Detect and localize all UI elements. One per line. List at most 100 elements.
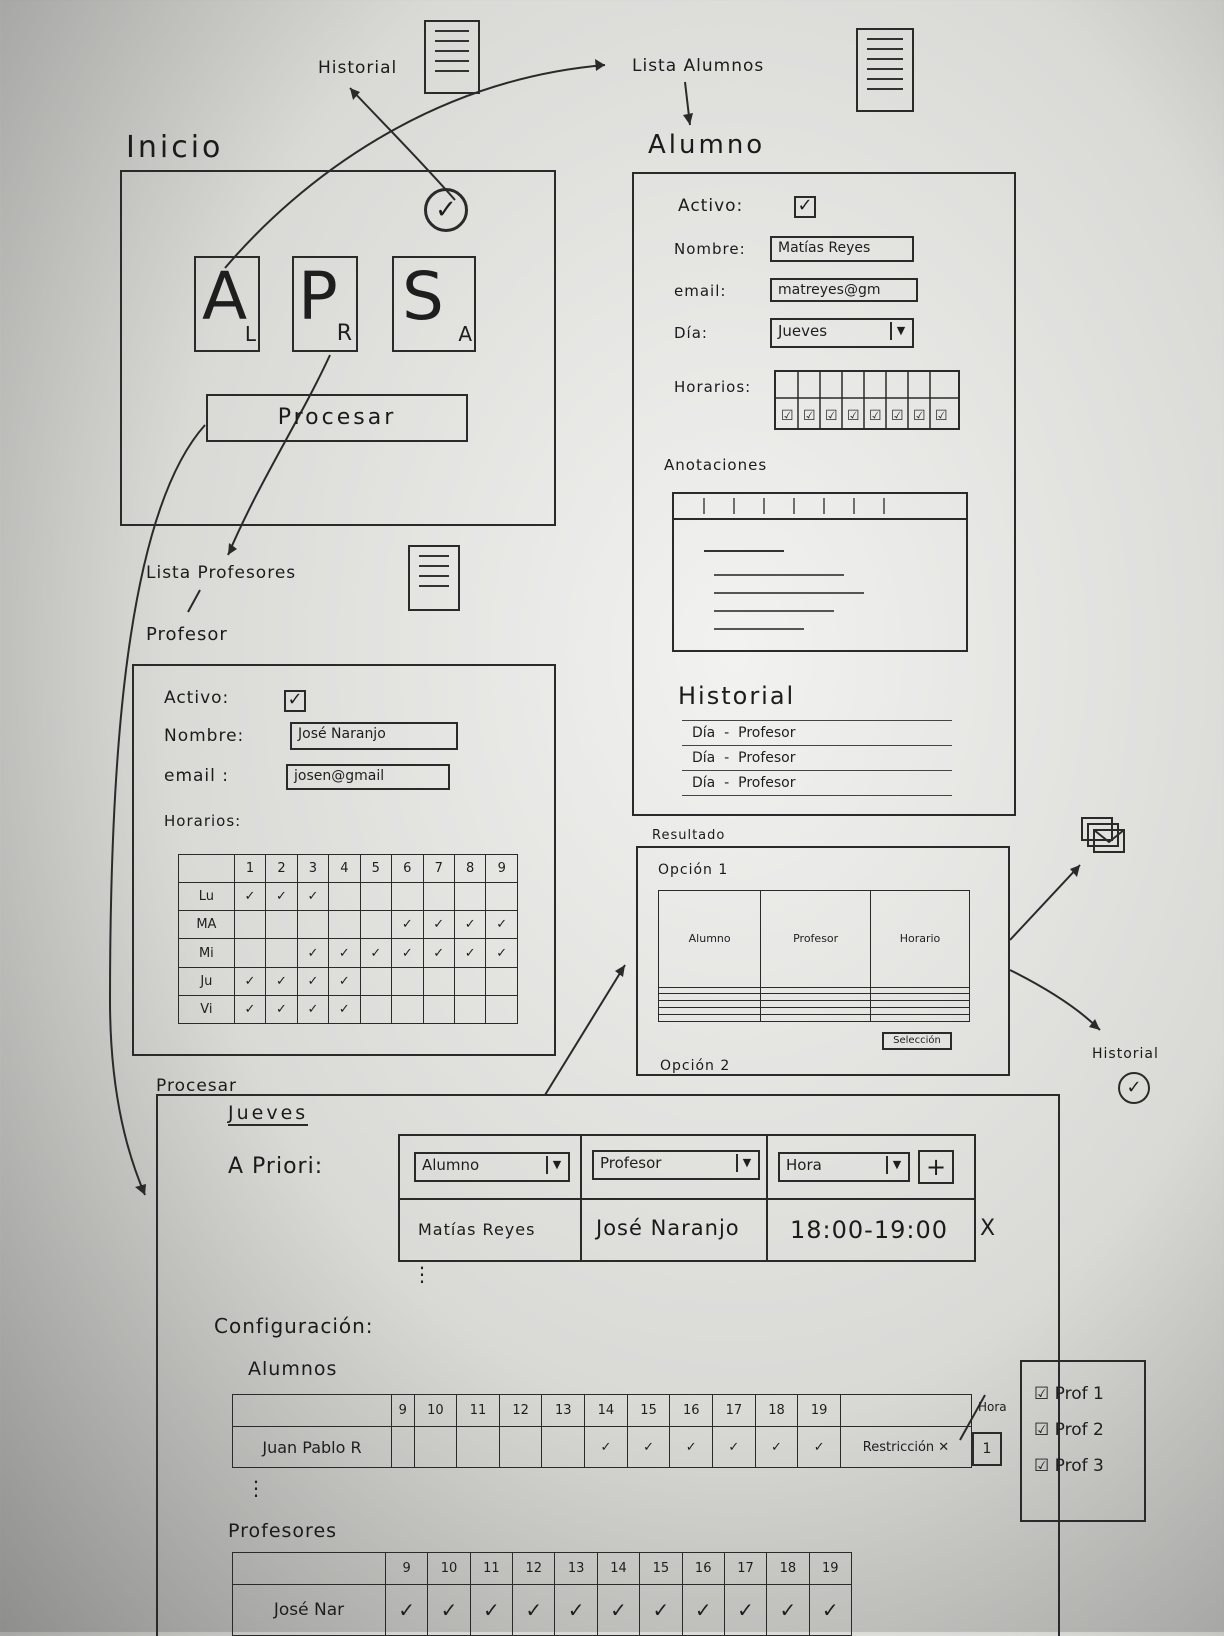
- salas-tile[interactable]: S A: [392, 256, 476, 352]
- schedule-cell[interactable]: [233, 938, 267, 968]
- seleccion-button[interactable]: Selección: [882, 1032, 952, 1050]
- email-stack-icon[interactable]: [1080, 816, 1130, 856]
- list-item[interactable]: Día - Profesor: [682, 770, 952, 796]
- opcion-1-label[interactable]: Opción 1: [658, 862, 729, 878]
- schedule-cell[interactable]: ✓: [391, 938, 424, 968]
- schedule-cell[interactable]: [359, 910, 393, 940]
- schedule-cell[interactable]: ✓: [359, 938, 393, 968]
- schedule-cell[interactable]: ✓: [453, 938, 487, 968]
- add-row-button[interactable]: +: [918, 1150, 954, 1184]
- hour-cell[interactable]: ✓: [808, 1584, 853, 1636]
- alumno-select[interactable]: Alumno ▼: [414, 1152, 570, 1182]
- hour-cell[interactable]: ✓: [797, 1426, 841, 1468]
- nombre-field[interactable]: José Naranjo: [290, 722, 458, 750]
- check-circle-icon[interactable]: ✓: [1118, 1072, 1150, 1104]
- list-item[interactable]: Día - Profesor: [682, 745, 952, 770]
- hour-cell[interactable]: ✓: [469, 1584, 514, 1636]
- schedule-cell[interactable]: ✓: [265, 966, 298, 996]
- schedule-cell[interactable]: ✓: [296, 994, 330, 1025]
- historial-side-label[interactable]: Historial: [1092, 1046, 1159, 1062]
- hour-cell[interactable]: [541, 1426, 586, 1468]
- profesores-tile[interactable]: P R: [292, 256, 358, 352]
- opcion-2-label[interactable]: Opción 2: [660, 1058, 731, 1074]
- schedule-cell[interactable]: ✓: [422, 910, 455, 940]
- schedule-cell[interactable]: [359, 966, 393, 996]
- schedule-cell[interactable]: ✓: [233, 966, 267, 996]
- schedule-cell[interactable]: [453, 882, 487, 912]
- alumnos-tile[interactable]: A L: [194, 256, 260, 352]
- schedule-cell[interactable]: [265, 938, 298, 968]
- schedule-cell[interactable]: [422, 966, 455, 996]
- hour-cell[interactable]: ✓: [554, 1584, 598, 1636]
- schedule-cell[interactable]: [265, 910, 298, 940]
- restriccion-count[interactable]: 1: [972, 1432, 1002, 1466]
- schedule-cell[interactable]: ✓: [265, 994, 298, 1025]
- schedule-cell[interactable]: ✓: [328, 994, 361, 1025]
- schedule-cell[interactable]: ✓: [296, 966, 330, 996]
- hour-cell[interactable]: ✓: [384, 1584, 429, 1636]
- schedule-cell[interactable]: ✓: [453, 910, 487, 940]
- schedule-cell[interactable]: [485, 994, 518, 1025]
- hour-cell[interactable]: ✓: [754, 1426, 799, 1468]
- hour-cell[interactable]: ✓: [639, 1584, 683, 1636]
- hour-cell[interactable]: ✓: [427, 1584, 471, 1636]
- hour-cell[interactable]: ✓: [596, 1584, 641, 1636]
- schedule-cell[interactable]: [296, 910, 330, 940]
- schedule-cell[interactable]: ✓: [265, 882, 298, 912]
- hour-cell[interactable]: ✓: [512, 1584, 556, 1636]
- schedule-cell[interactable]: [391, 966, 424, 996]
- schedule-cell[interactable]: [485, 882, 518, 912]
- anotaciones-editor[interactable]: [672, 492, 968, 652]
- popup-option[interactable]: ☑ Prof 2: [1034, 1420, 1104, 1440]
- hour-cell[interactable]: [456, 1426, 500, 1468]
- profesor-select[interactable]: Profesor ▼: [592, 1150, 760, 1180]
- hour-cell[interactable]: ✓: [723, 1584, 768, 1636]
- hour-cell[interactable]: [391, 1426, 415, 1468]
- hora-select[interactable]: Hora ▼: [778, 1152, 910, 1182]
- schedule-cell[interactable]: [328, 910, 361, 940]
- schedule-cell[interactable]: ✓: [328, 938, 361, 968]
- schedule-cell[interactable]: ✓: [328, 966, 361, 996]
- hour-cell[interactable]: ✓: [712, 1426, 756, 1468]
- hour-cell[interactable]: ✓: [669, 1426, 714, 1468]
- schedule-cell[interactable]: [359, 994, 393, 1025]
- nombre-field[interactable]: Matías Reyes: [770, 236, 914, 262]
- restriccion-cell[interactable]: Restricción ✕: [840, 1426, 972, 1468]
- schedule-cell[interactable]: ✓: [296, 882, 330, 912]
- schedule-cell[interactable]: [233, 910, 267, 940]
- schedule-cell[interactable]: ✓: [485, 910, 518, 940]
- activo-checkbox[interactable]: ✓: [794, 196, 816, 218]
- hour-cell[interactable]: ✓: [681, 1584, 725, 1636]
- historial-label[interactable]: Historial: [318, 58, 398, 78]
- editor-toolbar[interactable]: [674, 494, 966, 520]
- schedule-cell[interactable]: [391, 994, 424, 1025]
- schedule-cell[interactable]: [328, 882, 361, 912]
- hour-cell[interactable]: [413, 1426, 458, 1468]
- schedule-cell[interactable]: ✓: [296, 938, 330, 968]
- schedule-cell[interactable]: [453, 966, 487, 996]
- lista-profesores-label[interactable]: Lista Profesores: [146, 563, 297, 583]
- check-circle-icon[interactable]: ✓: [424, 188, 468, 232]
- schedule-cell[interactable]: [453, 994, 487, 1025]
- schedule-cell[interactable]: [422, 882, 455, 912]
- lista-alumnos-label[interactable]: Lista Alumnos: [632, 56, 765, 76]
- hour-cell[interactable]: [498, 1426, 543, 1468]
- schedule-cell[interactable]: [422, 994, 455, 1025]
- popup-option[interactable]: ☑ Prof 3: [1034, 1456, 1104, 1476]
- hour-cell[interactable]: ✓: [766, 1584, 810, 1636]
- email-field[interactable]: matreyes@gm: [770, 278, 918, 302]
- schedule-cell[interactable]: [359, 882, 393, 912]
- hour-cell[interactable]: ✓: [584, 1426, 628, 1468]
- popup-option[interactable]: ☑ Prof 1: [1034, 1384, 1104, 1404]
- dia-select[interactable]: Jueves ▼: [770, 318, 914, 348]
- hour-cell[interactable]: ✓: [626, 1426, 671, 1468]
- schedule-cell[interactable]: [485, 966, 518, 996]
- schedule-cell[interactable]: [391, 882, 424, 912]
- list-item[interactable]: Día - Profesor: [682, 720, 952, 745]
- schedule-cell[interactable]: ✓: [485, 938, 518, 968]
- remove-row-button[interactable]: X: [980, 1216, 996, 1241]
- procesar-button[interactable]: Procesar: [206, 394, 468, 442]
- schedule-cell[interactable]: ✓: [422, 938, 455, 968]
- schedule-cell[interactable]: ✓: [233, 994, 267, 1025]
- schedule-cell[interactable]: ✓: [391, 910, 424, 940]
